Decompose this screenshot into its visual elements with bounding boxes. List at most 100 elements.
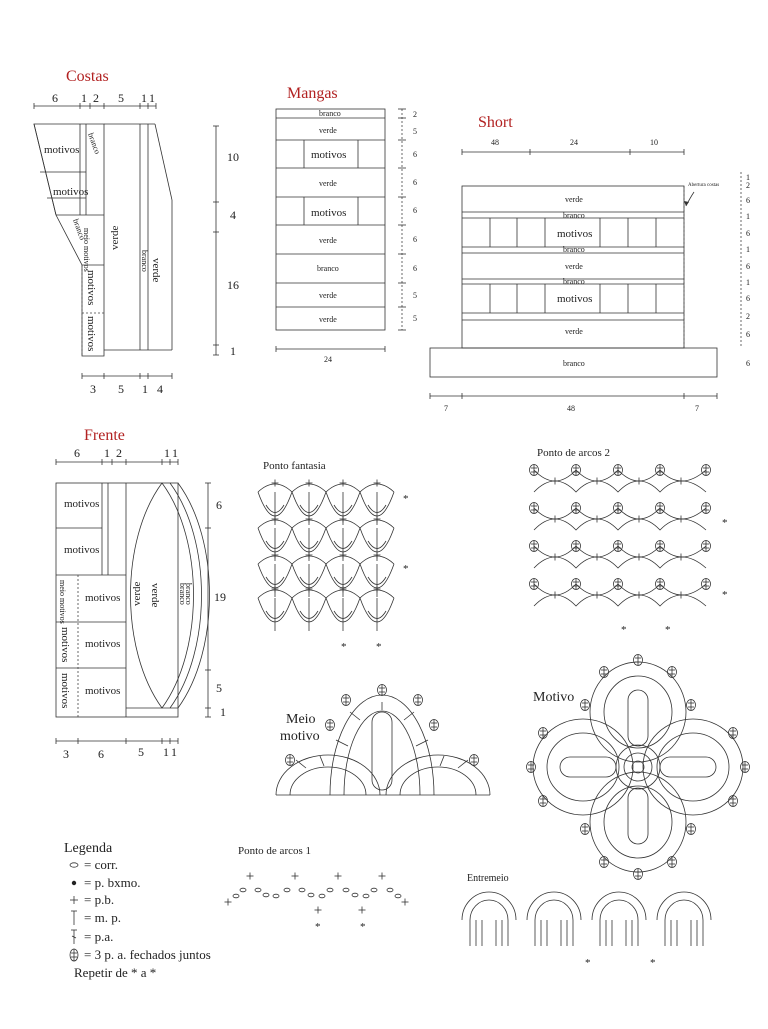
short-side-7: 6 (746, 262, 750, 271)
short-bottom-2: 48 (567, 404, 575, 413)
single-crochet-icon (70, 896, 78, 904)
mangas-side-6: 6 (413, 235, 417, 244)
costas-label-motivos-v2: motivos (85, 316, 97, 351)
short-bottom-3: 7 (695, 404, 699, 413)
legend-item-2: = p. bxmo. (84, 875, 140, 890)
mangas-row-1: branco (319, 109, 341, 118)
mangas-side-4: 6 (413, 178, 417, 187)
mangas-row-5: motivos (311, 207, 346, 219)
short-row-1: verde (565, 195, 583, 204)
ponto-arcos-2-repeat-4: * (665, 624, 671, 636)
mangas-row-6: verde (319, 236, 337, 245)
meio-motivo-label-1: Meio (286, 712, 316, 727)
motivo-label: Motivo (533, 690, 574, 705)
short-row-7: motivos (557, 293, 592, 305)
frente-label-m1: motivos (64, 498, 99, 510)
short-top-1: 48 (491, 138, 499, 147)
short-row-9: branco (563, 359, 585, 368)
costas-side-measure-1: 10 (227, 150, 239, 164)
ponto-fantasia-repeat-3: * (341, 641, 347, 653)
ponto-arcos-1-chart: Ponto de arcos 1 * * (224, 845, 409, 933)
costas-schematic: Costas 6 1 2 5 1 1 motivos moti (33, 68, 239, 396)
ponto-arcos-2-repeat-3: * (621, 624, 627, 636)
frente-label-mv1: motivos (59, 627, 71, 662)
ponto-arcos-1-repeat-2: * (360, 921, 366, 933)
legend-item-4: = m. p. (84, 910, 121, 925)
costas-label-meio-motivos: meio motivos (82, 228, 91, 272)
short-row-8: verde (565, 327, 583, 336)
mangas-side-8: 5 (413, 291, 417, 300)
short-row-5: verde (565, 262, 583, 271)
legend-item-1: = corr. (84, 857, 118, 872)
costas-label-branco-top: branco (86, 132, 102, 156)
costas-top-measure-1: 6 (52, 91, 58, 105)
mangas-side-9: 5 (413, 314, 417, 323)
mangas-title: Mangas (287, 85, 338, 102)
ponto-arcos-1-repeat-1: * (315, 921, 321, 933)
short-row-2: branco (563, 211, 585, 220)
frente-schematic: Frente 6 1 2 1 1 motivos motivos meio mo… (55, 427, 226, 761)
frente-label-verde-2: verde (149, 583, 161, 608)
costas-bottom-measure-2: 5 (118, 382, 124, 396)
motivo-chart: Motivo (526, 654, 750, 880)
legend-item-6: = 3 p. a. fechados juntos (84, 947, 211, 962)
costas-top-measure-6: 1 (149, 91, 155, 105)
costas-label-motivos-2: motivos (53, 186, 88, 198)
costas-top-measure-5: 1 (141, 91, 147, 105)
short-top-2: 24 (570, 138, 578, 147)
legend-item-5: = p.a. (84, 929, 113, 944)
frente-top-2: 1 (104, 446, 110, 460)
ponto-fantasia-chart: Ponto fantasia * * * * (258, 460, 409, 653)
frente-top-5: 1 (172, 446, 178, 460)
entremeio-title: Entremeio (467, 873, 509, 884)
entremeio-repeat-2: * (650, 957, 656, 969)
mangas-side-3: 6 (413, 150, 417, 159)
short-side-5: 6 (746, 229, 750, 238)
mangas-bottom-measure: 24 (324, 355, 332, 364)
frente-bottom-4: 1 (163, 745, 169, 759)
double-crochet-icon (71, 929, 77, 944)
frente-title: Frente (84, 427, 125, 444)
entremeio-chart: Entremeio * * (461, 873, 712, 969)
costas-side-measure-4: 1 (230, 344, 236, 358)
frente-bottom-3: 5 (138, 745, 144, 759)
short-side-6: 1 (746, 245, 750, 254)
ponto-arcos-2-title: Ponto de arcos 2 (537, 447, 610, 459)
frente-top-3: 2 (116, 446, 122, 460)
mangas-row-8: verde (319, 291, 337, 300)
frente-label-m4: motivos (85, 638, 120, 650)
ponto-arcos-2-chart: Ponto de arcos 2 * * * * (530, 447, 728, 636)
mangas-schematic: Mangas branco verde motivos verde motivo… (275, 85, 417, 364)
cluster-icon (69, 948, 79, 962)
chain-icon (69, 862, 79, 868)
frente-label-m5: motivos (85, 685, 120, 697)
frente-side-4: 1 (220, 705, 226, 719)
legend: Legenda = corr. = p. bxmo. = p.b. = m. p… (64, 841, 211, 980)
frente-label-m3: motivos (85, 592, 120, 604)
short-side-8: 1 (746, 278, 750, 287)
costas-label-verde-2: verde (150, 258, 162, 283)
short-row-3: motivos (557, 228, 592, 240)
costas-top-measure-4: 5 (118, 91, 124, 105)
short-side-12: 6 (746, 359, 750, 368)
ponto-arcos-2-repeat-2: * (722, 589, 728, 601)
short-side-11: 6 (746, 330, 750, 339)
half-double-icon (71, 910, 77, 925)
entremeio-repeat-1: * (585, 957, 591, 969)
frente-bottom-2: 6 (98, 747, 104, 761)
costas-top-measure-3: 2 (93, 91, 99, 105)
frente-side-1: 6 (216, 498, 222, 512)
mangas-row-2: verde (319, 126, 337, 135)
ponto-fantasia-repeat-2: * (403, 563, 409, 575)
frente-label-mv2: motivos (59, 673, 71, 708)
mangas-side-5: 6 (413, 206, 417, 215)
costas-top-measure-2: 1 (81, 91, 87, 105)
mangas-side-1: 2 (413, 110, 417, 119)
frente-bottom-1: 3 (63, 747, 69, 761)
ponto-fantasia-repeat-4: * (376, 641, 382, 653)
short-top-3: 10 (650, 138, 658, 147)
ponto-fantasia-title: Ponto fantasia (263, 460, 326, 472)
frente-side-3: 5 (216, 681, 222, 695)
frente-label-verde-1: verde (131, 581, 143, 606)
